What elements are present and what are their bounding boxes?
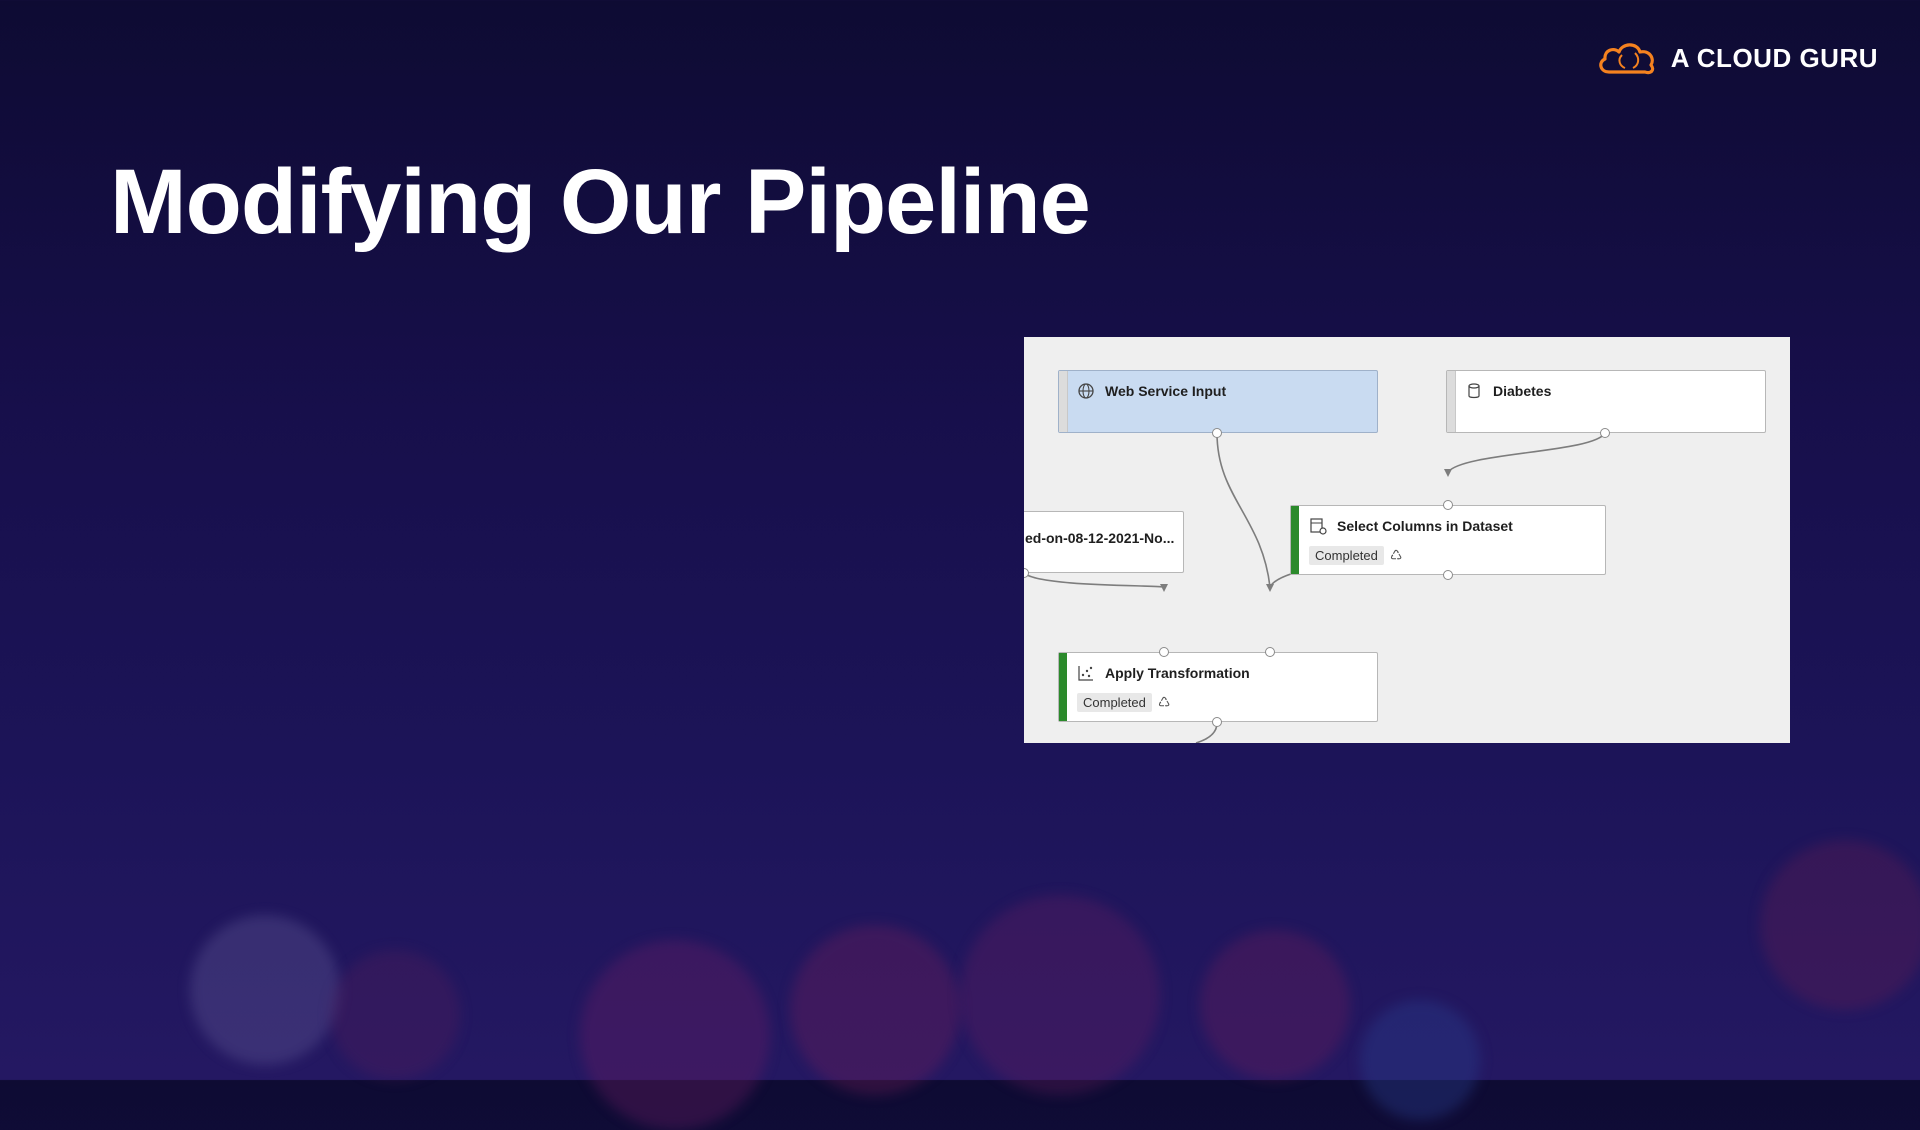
arrow-head (1160, 584, 1168, 592)
node-trained-model[interactable]: ed-on-08-12-2021-No... (1024, 511, 1184, 573)
select-columns-icon (1310, 518, 1327, 535)
arrow-head (1266, 584, 1274, 592)
node-accent-bar (1447, 371, 1456, 432)
status-accent-bar (1059, 653, 1067, 721)
arrow-head (1444, 469, 1452, 477)
recycle-icon[interactable]: ♺ (1389, 547, 1403, 563)
dataset-icon (1468, 383, 1480, 399)
node-title: ed-on-08-12-2021-No... (1025, 530, 1175, 546)
output-port[interactable] (1212, 428, 1222, 438)
input-port[interactable] (1159, 647, 1169, 657)
input-port[interactable] (1443, 500, 1453, 510)
wire-model-to-apply (1024, 572, 1165, 588)
node-title: Apply Transformation (1105, 665, 1250, 681)
input-port[interactable] (1265, 647, 1275, 657)
cloud-logo-icon (1598, 43, 1654, 75)
node-title: Select Columns in Dataset (1337, 518, 1513, 534)
bokeh-light (960, 895, 1160, 1095)
recycle-icon[interactable]: ♺ (1157, 694, 1171, 710)
bokeh-light (1200, 930, 1350, 1080)
output-port[interactable] (1443, 570, 1453, 580)
wire-diabetes-to-select (1447, 432, 1606, 473)
bokeh-light (580, 940, 770, 1130)
bokeh-light (1760, 840, 1920, 1010)
bokeh-light (1360, 1000, 1480, 1120)
pipeline-canvas: Web Service Input Diabetes ed-on-08-12-2… (1024, 337, 1790, 743)
status-badge: Completed (1309, 546, 1384, 565)
globe-icon (1078, 383, 1094, 399)
bokeh-light (790, 925, 960, 1095)
slide-title: Modifying Our Pipeline (110, 151, 1091, 253)
node-diabetes[interactable]: Diabetes (1446, 370, 1766, 433)
node-select-columns[interactable]: Select Columns in Dataset Completed ♺ (1290, 505, 1606, 575)
status-badge: Completed (1077, 693, 1152, 712)
node-apply-transformation[interactable]: Apply Transformation Completed ♺ (1058, 652, 1378, 722)
transform-icon (1078, 666, 1093, 681)
output-port[interactable] (1212, 717, 1222, 727)
brand-logo: A CLOUD GURU (1595, 38, 1878, 78)
bokeh-light (330, 950, 460, 1080)
node-web-service-input[interactable]: Web Service Input (1058, 370, 1378, 433)
node-accent-bar (1059, 371, 1068, 432)
status-accent-bar (1291, 506, 1299, 574)
output-port[interactable] (1600, 428, 1610, 438)
brand-name: A CLOUD GURU (1670, 42, 1878, 73)
wire-web-to-apply (1216, 432, 1271, 588)
bokeh-light (190, 915, 340, 1065)
node-title: Diabetes (1493, 383, 1552, 399)
node-title: Web Service Input (1105, 383, 1227, 399)
